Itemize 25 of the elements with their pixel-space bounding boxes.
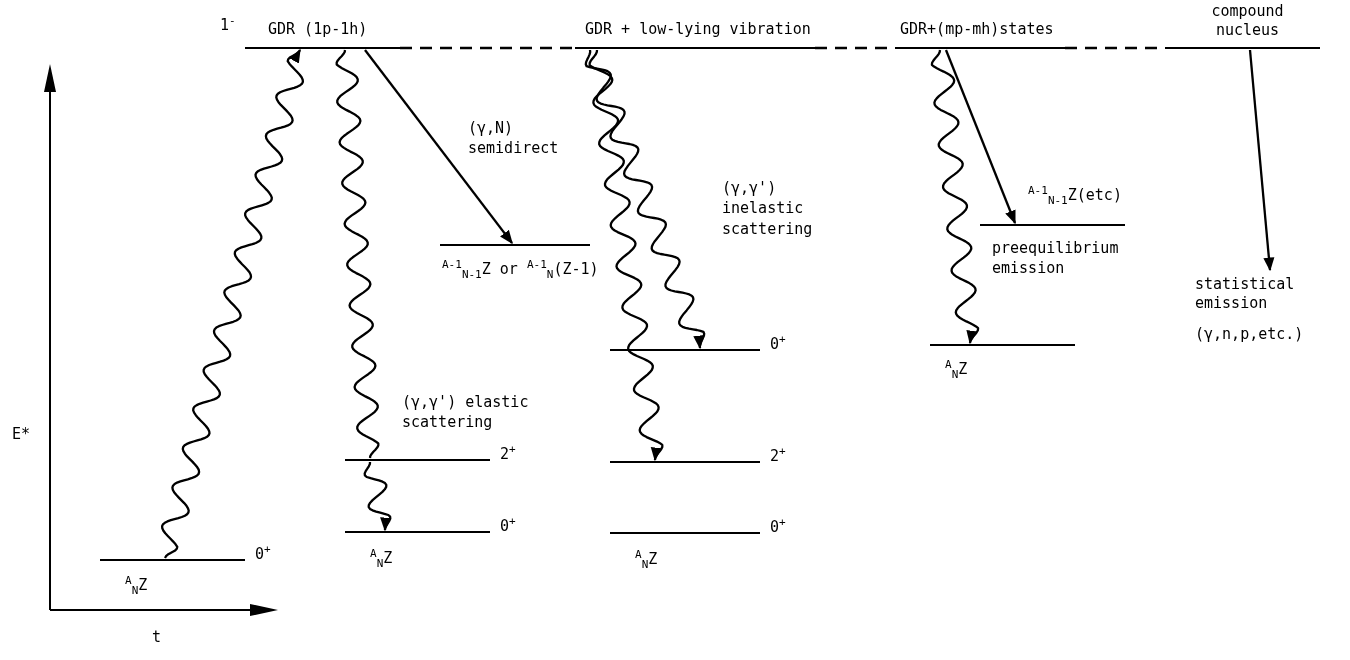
axis-label: E* bbox=[12, 425, 31, 443]
state-label: GDR+(mp-mh)states bbox=[900, 20, 1054, 39]
spin-parity-label: 0$^{+}$ bbox=[770, 516, 786, 536]
dashed-line bbox=[400, 46, 575, 50]
wavy-arrow bbox=[160, 48, 305, 559]
wavy-arrow bbox=[588, 49, 664, 462]
state-label: GDR (1p-1h) bbox=[268, 20, 368, 39]
spin-parity-label: 2$^{+}$ bbox=[500, 443, 516, 463]
spin-parity-label: 0$^{+}$ bbox=[255, 543, 271, 563]
axis-label: t bbox=[152, 628, 162, 646]
wavy-arrow bbox=[584, 49, 706, 350]
state-label: statistical emission bbox=[1195, 275, 1296, 313]
arrow bbox=[364, 49, 513, 245]
spin-parity-label: 0$^{+}$ bbox=[770, 333, 786, 353]
wavy-arrow bbox=[930, 49, 980, 345]
state-label: GDR + low-lying vibration bbox=[585, 20, 811, 39]
arrow bbox=[944, 49, 1017, 225]
spin-parity-label: 0$^{+}$ bbox=[500, 515, 516, 535]
arrow bbox=[1248, 49, 1275, 272]
wavy-line bbox=[335, 49, 380, 459]
spin-parity-label: 1$^{-}$ bbox=[220, 14, 236, 34]
spin-parity-label: 2$^{+}$ bbox=[770, 445, 786, 465]
state-label: (γ,n,p,etc.) bbox=[1195, 325, 1304, 344]
text-label: compound nucleus bbox=[1210, 2, 1285, 40]
wavy-arrow bbox=[363, 461, 392, 532]
